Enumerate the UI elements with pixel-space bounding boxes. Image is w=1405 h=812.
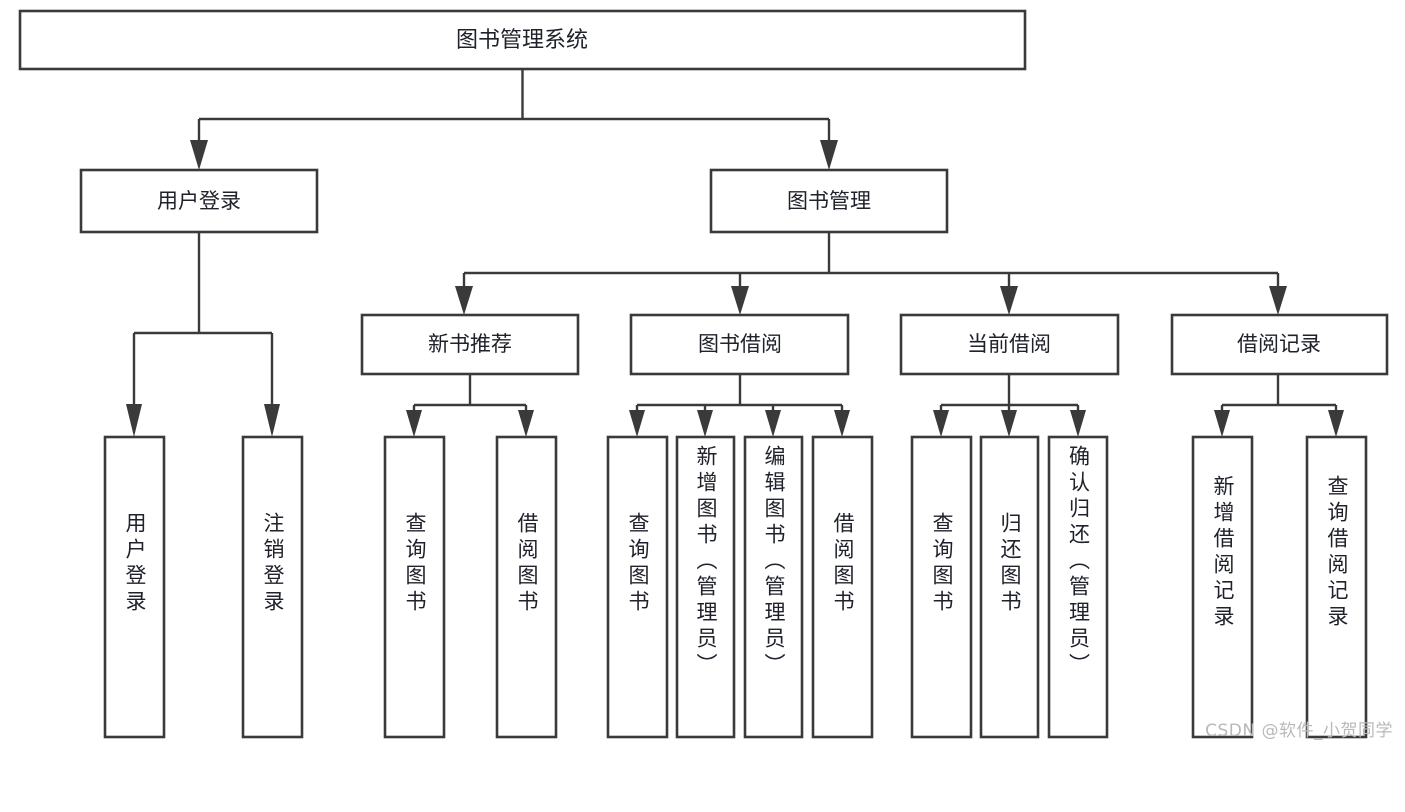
node-borrow-record-label: 借阅记录 [1237, 332, 1321, 356]
node-user-login[interactable]: 用户登录 [79, 168, 319, 234]
node-borrow-record-rect[interactable] [1170, 313, 1389, 376]
arrow-head-book-management [820, 140, 838, 170]
arrow-head-leaf-query-book-2 [629, 410, 645, 437]
node-current-borrow-rect[interactable] [899, 313, 1120, 376]
arrow-head-leaf-borrow-book-1 [518, 410, 534, 437]
leaf-query-book-2-rect[interactable] [606, 435, 669, 739]
arrow-head-leaf-confirm-return [1070, 410, 1086, 437]
leaf-query-record-rect[interactable] [1305, 435, 1368, 739]
arrow-head-leaf-logout-login [264, 404, 280, 437]
node-new-book-recommend-label: 新书推荐 [428, 332, 512, 356]
arrow-head-user-login [190, 140, 208, 170]
arrow-head-new-book-recommend [455, 286, 473, 315]
connector-group-book-borrow-to-leaves [629, 374, 850, 437]
leaf-boxes [103, 435, 1368, 739]
arrow-head-current-borrow [1000, 286, 1018, 315]
node-user-login-rect[interactable] [79, 168, 319, 234]
arrow-head-book-borrow [731, 286, 749, 315]
node-user-login-label: 用户登录 [157, 189, 241, 213]
hierarchy-diagram: 图书管理系统 用户登录 图书管理 新书推荐 图书借阅 当前借阅 借阅记录 [18, 9, 1389, 739]
node-current-borrow-label: 当前借阅 [967, 332, 1051, 356]
leaf-borrow-book-2-rect[interactable] [811, 435, 874, 739]
arrow-head-leaf-query-record [1328, 410, 1344, 437]
node-book-management-rect[interactable] [709, 168, 949, 234]
arrow-head-borrow-record [1269, 286, 1287, 315]
connector-group-book-management-to-level3 [455, 232, 1287, 315]
leaf-edit-book-rect[interactable] [743, 435, 804, 739]
connector-group-user-login-to-leaves [126, 232, 280, 437]
node-current-borrow[interactable]: 当前借阅 [899, 313, 1120, 376]
flowchart-canvas: 图书管理系统 用户登录 图书管理 新书推荐 图书借阅 当前借阅 借阅记录 [18, 9, 1393, 741]
node-book-borrow-label: 图书借阅 [698, 332, 782, 356]
arrow-head-leaf-add-book [697, 410, 713, 437]
leaf-return-book-rect[interactable] [979, 435, 1040, 739]
node-book-borrow[interactable]: 图书借阅 [629, 313, 850, 376]
node-root-label: 图书管理系统 [456, 28, 588, 53]
csdn-watermark: CSDN @软件_小贺同学 [1205, 721, 1393, 741]
leaf-confirm-return-rect[interactable] [1047, 435, 1109, 739]
leaf-logout-login-rect[interactable] [241, 435, 304, 739]
arrow-head-leaf-user-login [126, 404, 142, 437]
connector-group-new-book-recommend-to-leaves [406, 374, 534, 437]
arrow-head-leaf-add-record [1214, 410, 1230, 437]
node-root[interactable]: 图书管理系统 [18, 9, 1027, 71]
node-new-book-recommend[interactable]: 新书推荐 [360, 313, 580, 376]
node-book-management[interactable]: 图书管理 [709, 168, 949, 234]
connector-group-borrow-record-to-leaves [1214, 374, 1344, 437]
node-book-management-label: 图书管理 [787, 189, 871, 213]
leaf-user-login-rect[interactable] [103, 435, 166, 739]
connector-group-root-to-level2 [190, 69, 838, 170]
node-new-book-recommend-rect[interactable] [360, 313, 580, 376]
leaf-add-record-rect[interactable] [1191, 435, 1254, 739]
node-borrow-record[interactable]: 借阅记录 [1170, 313, 1389, 376]
leaf-add-book-rect[interactable] [675, 435, 736, 739]
node-book-borrow-rect[interactable] [629, 313, 850, 376]
arrow-head-leaf-query-book-3 [933, 410, 949, 437]
arrow-head-leaf-query-book-1 [406, 410, 422, 437]
connector-group-current-borrow-to-leaves [933, 374, 1086, 437]
leaf-query-book-1-rect[interactable] [383, 435, 446, 739]
leaf-query-book-3-rect[interactable] [910, 435, 973, 739]
arrow-head-leaf-return-book [1001, 410, 1017, 437]
node-root-rect[interactable] [18, 9, 1027, 71]
arrow-head-leaf-borrow-book-2 [834, 410, 850, 437]
leaf-borrow-book-1-rect[interactable] [495, 435, 558, 739]
arrow-head-leaf-edit-book [765, 410, 781, 437]
